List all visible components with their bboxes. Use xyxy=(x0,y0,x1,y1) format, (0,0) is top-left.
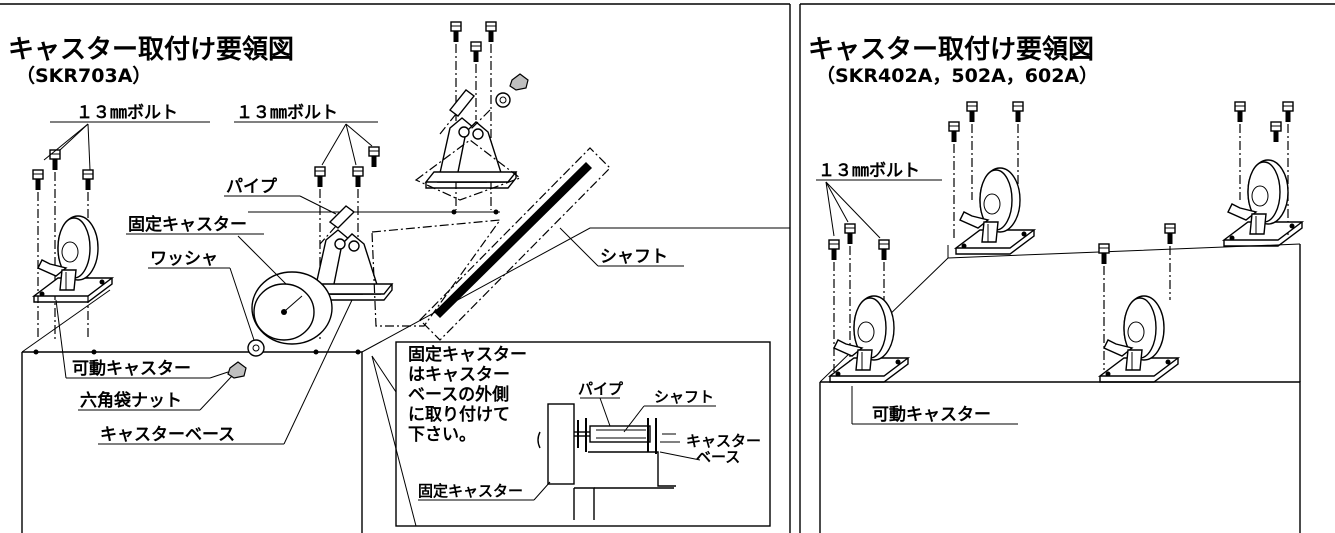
detail-caster-base-2: ベース xyxy=(696,448,740,466)
pipe-front xyxy=(319,205,356,245)
right-caster-rear-right xyxy=(1223,159,1303,247)
detail-note-line-5: 下さい。 xyxy=(408,425,476,445)
label-bolt-right: １３㎜ボルト xyxy=(236,103,338,123)
label-cap-nut: 六角袋ナット xyxy=(80,390,182,411)
washer-nut-bottom xyxy=(227,339,265,379)
detail-shaft: シャフト xyxy=(654,388,714,406)
right-label-swivel-caster: 可動キャスター xyxy=(872,404,991,425)
swivel-caster-left xyxy=(33,215,113,303)
right-panel: キャスター取付け要領図 （SKR402A，502A，602A） xyxy=(799,3,1335,533)
label-caster-base: キャスターベース xyxy=(100,425,235,445)
pipe-rear xyxy=(439,89,475,135)
detail-fixed-caster: 固定キャスター xyxy=(418,482,523,500)
label-shaft: シャフト xyxy=(600,247,668,267)
fixed-caster-wheel xyxy=(251,271,333,345)
right-model: （SKR402A，502A，602A） xyxy=(816,64,1098,87)
label-bolt-left: １３㎜ボルト xyxy=(76,103,178,123)
right-title: キャスター取付け要領図 xyxy=(808,34,1094,65)
caster-base-rear xyxy=(425,117,517,189)
right-label-bolt: １３㎜ボルト xyxy=(818,161,920,181)
right-caster-rear-left xyxy=(955,167,1035,255)
label-swivel-caster: 可動キャスター xyxy=(72,358,191,379)
label-washer: ワッシャ xyxy=(150,249,218,269)
left-title: キャスター取付け要領図 xyxy=(8,34,294,65)
right-caster-front-right xyxy=(1099,295,1179,383)
detail-note-line-1: 固定キャスター xyxy=(408,344,527,365)
label-fixed-caster: 固定キャスター xyxy=(128,214,247,235)
nut-washer-top xyxy=(469,73,529,131)
detail-inset: 固定キャスター はキャスター ベースの外側 に取り付けて 下さい。 xyxy=(371,341,771,527)
left-model: （SKR703A） xyxy=(16,64,151,87)
label-pipe: パイプ xyxy=(226,176,278,197)
right-caster-front-left xyxy=(829,295,909,383)
detail-pipe: パイプ xyxy=(578,380,624,398)
detail-note-line-4: に取り付けて xyxy=(408,404,510,425)
detail-caster-base-1: キャスター xyxy=(686,432,761,450)
left-panel: キャスター取付け要領図 （SKR703A） xyxy=(0,3,791,533)
detail-note-line-3: ベースの外側 xyxy=(408,384,509,405)
right-cabinet-outline xyxy=(819,243,1301,533)
right-bolts xyxy=(828,101,1294,372)
detail-note-line-2: はキャスター xyxy=(408,365,510,385)
shaft xyxy=(419,147,611,341)
